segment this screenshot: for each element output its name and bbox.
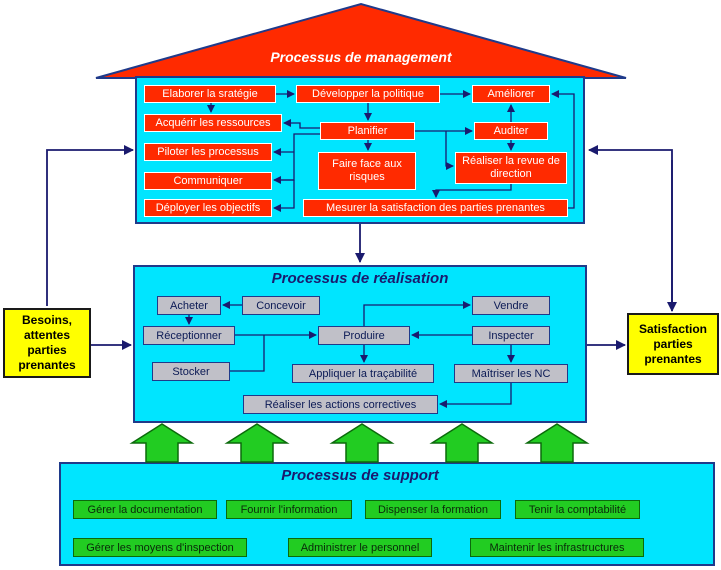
edge-satisfaction-management [588, 145, 673, 311]
node-administrer-personnel: Administrer le personnel [288, 538, 432, 557]
realisation-title: Processus de réalisation [271, 270, 449, 287]
node-planifier: Planifier [320, 122, 415, 140]
edge-mesurer-ameliorer [551, 90, 575, 209]
edge-planifier-communiquer [274, 133, 320, 181]
besoins-box: Besoins, attentes parties prenantes [3, 308, 91, 378]
support-arrow-2 [224, 423, 290, 463]
management-title: Processus de management [270, 49, 452, 65]
node-deployer-objectifs: Déployer les objectifs [144, 199, 272, 217]
node-revue-direction: Réaliser la revue de direction [455, 152, 567, 184]
node-elaborer-strategie: Elaborer la sratégie [144, 85, 276, 103]
node-maintenir-infrastructures: Maintenir les infrastructures [470, 538, 644, 557]
support-arrow-3 [329, 423, 395, 463]
support-arrow-5 [524, 423, 590, 463]
satisfaction-box: Satisfaction parties prenantes [627, 313, 719, 375]
node-auditer: Auditer [474, 122, 548, 140]
node-tenir-comptabilite: Tenir la comptabilité [515, 500, 640, 519]
node-communiquer: Communiquer [144, 172, 272, 190]
node-mesurer-satisfaction: Mesurer la satisfaction des parties pren… [303, 199, 568, 217]
node-gerer-moyens-inspection: Gérer les moyens d'inspection [73, 538, 247, 557]
node-dispenser-formation: Dispenser la formation [365, 500, 501, 519]
node-acquerir-ressources: Acquérir les ressources [144, 114, 282, 132]
node-faire-face-risques: Faire face aux risques [318, 152, 416, 190]
node-inspecter: Inspecter [472, 326, 550, 345]
edge-besoins-management [46, 145, 134, 306]
node-actions-correctives: Réaliser les actions correctives [243, 395, 438, 414]
edge-stocker-produire [230, 335, 265, 372]
support-title: Processus de support [281, 467, 439, 484]
node-fournir-information: Fournir l'information [226, 500, 352, 519]
node-tracabilite: Appliquer la traçabilité [292, 364, 434, 383]
node-acheter: Acheter [157, 296, 221, 315]
edge-planifier-ressources [283, 119, 320, 129]
node-developper-politique: Développer la politique [296, 85, 440, 103]
node-gerer-documentation: Gérer la documentation [73, 500, 217, 519]
node-concevoir: Concevoir [242, 296, 320, 315]
edge-produire-vendre [363, 301, 471, 326]
support-arrow-1 [129, 423, 195, 463]
node-ameliorer: Améliorer [472, 85, 550, 103]
node-stocker: Stocker [152, 362, 230, 381]
edge-maitriser-correctives [439, 383, 512, 408]
edge-planifier-deployer [273, 180, 295, 212]
node-vendre: Vendre [472, 296, 550, 315]
node-receptionner: Réceptionner [143, 326, 235, 345]
node-piloter-processus: Piloter les processus [144, 143, 272, 161]
support-arrow-4 [429, 423, 495, 463]
edge-planifier-revue [445, 131, 454, 170]
node-produire: Produire [318, 326, 410, 345]
edge-revue-mesurer [432, 184, 512, 198]
node-maitriser-nc: Maîtriser les NC [454, 364, 568, 383]
